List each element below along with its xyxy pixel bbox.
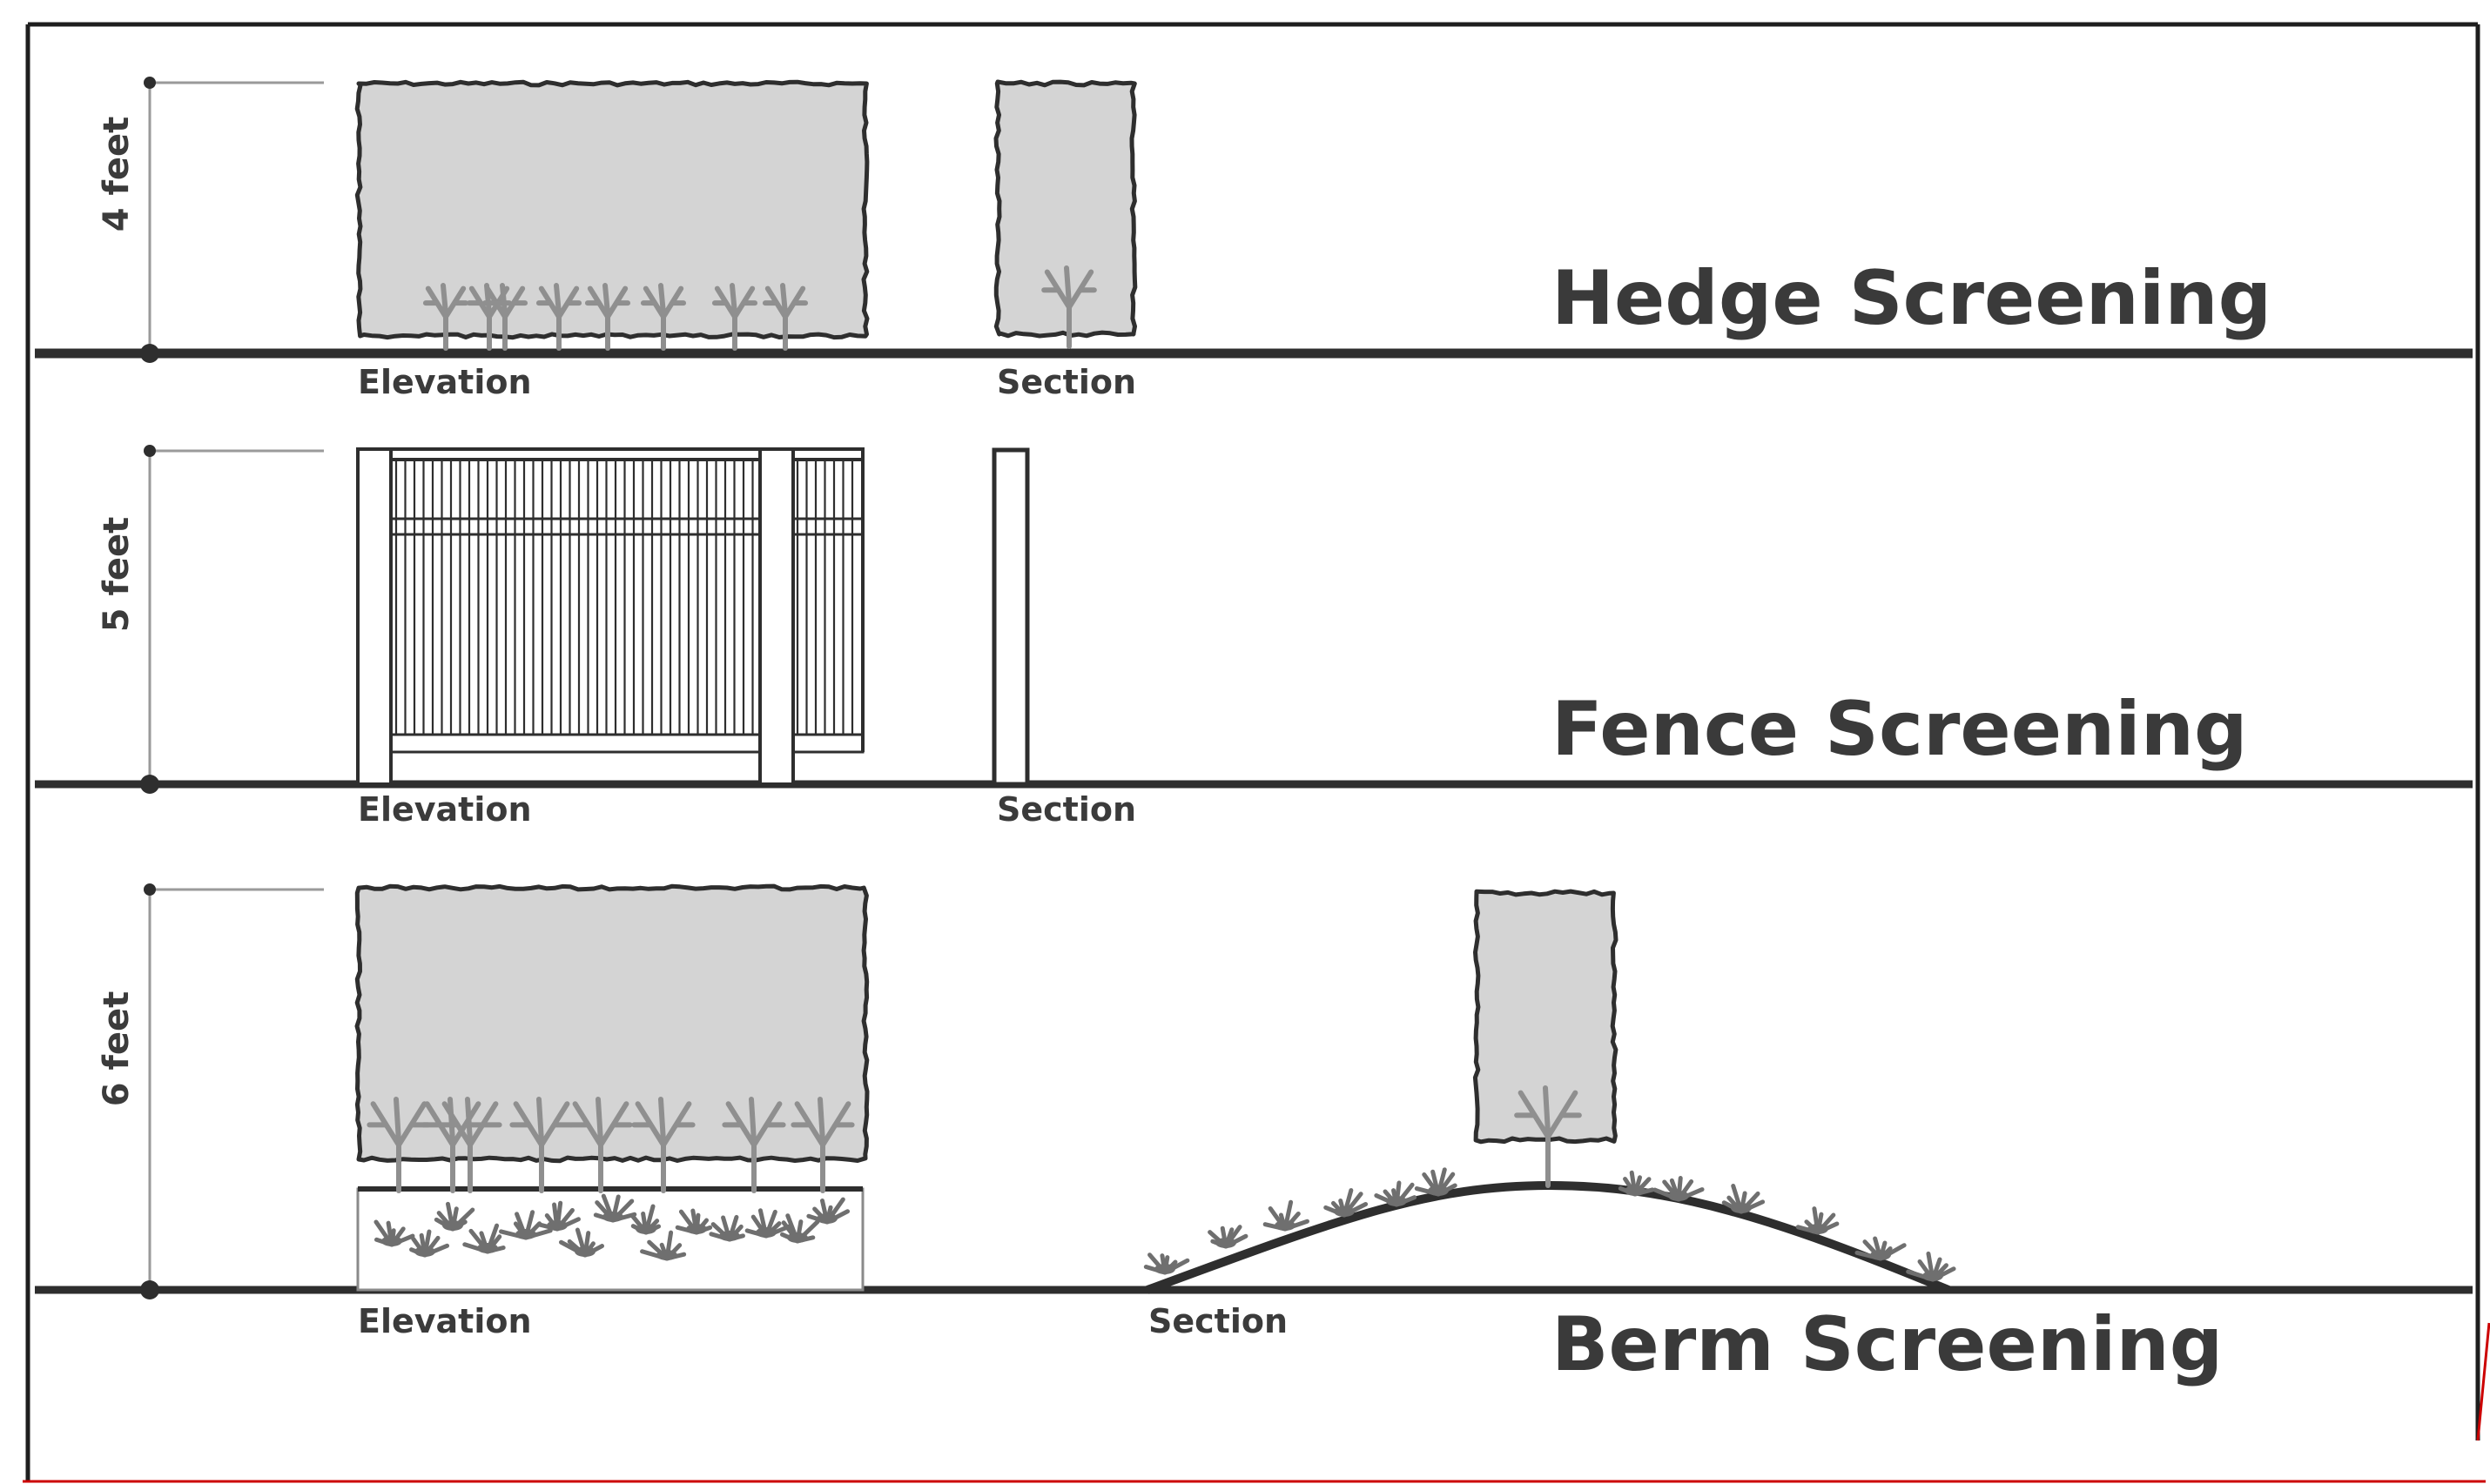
plant-sprig xyxy=(722,1097,786,1193)
berm-elevation-plants xyxy=(367,1097,855,1193)
plant-sprig xyxy=(762,283,809,351)
plant-sprig xyxy=(438,1097,502,1193)
berm-screening-title: Berm Screening xyxy=(1551,1301,2223,1388)
fence-section-post xyxy=(992,447,1030,787)
plant-sprig xyxy=(422,283,469,351)
groundcover-tuft xyxy=(1414,1167,1457,1197)
groundcover-tuft xyxy=(640,1230,687,1261)
groundcover-tuft xyxy=(1795,1206,1840,1235)
fence-left-post xyxy=(356,447,393,786)
fence-height-label: 5 feet xyxy=(97,517,137,633)
groundcover-tuft xyxy=(629,1204,662,1235)
groundcover-tuft xyxy=(1906,1251,1956,1282)
berm-section-plant xyxy=(1514,1085,1582,1188)
fence-screening-title: Fence Screening xyxy=(1551,686,2248,773)
berm-elevation-foliage xyxy=(354,883,870,1164)
groundcover-tuft xyxy=(1721,1183,1766,1214)
groundcover-tuft xyxy=(1854,1236,1907,1261)
fence-section-label: Section xyxy=(997,790,1136,829)
groundcover-tuft xyxy=(409,1229,450,1258)
groundcover-tuft xyxy=(779,1213,820,1244)
berm-section-mound xyxy=(1146,1180,1950,1294)
hedge-elevation-label: Elevation xyxy=(358,363,532,401)
plant-sprig xyxy=(640,283,687,351)
groundcover-tuft xyxy=(1374,1180,1417,1207)
hedge-section-foliage xyxy=(993,79,1138,339)
berm-elevation-label: Elevation xyxy=(358,1302,532,1340)
plant-sprig xyxy=(569,1097,633,1193)
hedge-dimension-line xyxy=(140,77,324,363)
plant-sprig xyxy=(791,1097,855,1193)
hedge-elevation-foliage xyxy=(354,79,870,340)
berm-elevation-mound xyxy=(356,1187,865,1292)
plant-sprig xyxy=(1041,265,1097,349)
groundcover-tuft xyxy=(374,1219,415,1247)
groundcover-tuft xyxy=(806,1197,851,1225)
groundcover-tuft xyxy=(744,1208,792,1239)
groundcover-tuft xyxy=(536,1200,581,1232)
groundcover-tuft xyxy=(593,1193,637,1223)
groundcover-tuft xyxy=(675,1208,713,1235)
berm-screening-section: 6 feet Elevation Section Berm Screening xyxy=(35,883,2473,1388)
fence-screening-section: 5 feet Elevation Section Fence Screening xyxy=(35,445,2473,829)
plant-sprig xyxy=(535,283,582,351)
plant-sprig xyxy=(631,1097,696,1193)
groundcover-tuft xyxy=(462,1223,506,1254)
groundcover-tuft xyxy=(1323,1188,1369,1218)
hedge-elevation-plants xyxy=(422,283,809,351)
groundcover-tuft xyxy=(1262,1199,1309,1232)
fence-dimension-line xyxy=(140,445,324,794)
groundcover-tuft xyxy=(1652,1176,1705,1202)
plant-sprig xyxy=(711,283,758,351)
berm-dimension-line xyxy=(140,883,324,1299)
plant-sprig xyxy=(584,283,631,351)
hedge-section-label: Section xyxy=(997,363,1136,401)
fence-lower-rail xyxy=(389,733,762,754)
berm-elevation-groundcover xyxy=(374,1193,851,1261)
plant-sprig xyxy=(509,1097,574,1193)
fence-lower-rail-right xyxy=(791,733,865,754)
groundcover-tuft xyxy=(434,1201,475,1232)
plant-sprig xyxy=(1514,1085,1582,1188)
fence-pickets xyxy=(394,460,754,735)
groundcover-tuft xyxy=(709,1214,745,1242)
hedge-height-label: 4 feet xyxy=(97,117,137,232)
fence-upper-rail xyxy=(389,517,762,536)
berm-height-label: 6 feet xyxy=(97,991,137,1107)
berm-section-groundcover xyxy=(1143,1167,1956,1282)
hedge-section-plant xyxy=(1041,265,1097,349)
berm-section-label: Section xyxy=(1148,1302,1288,1340)
fence-elevation xyxy=(356,447,865,786)
diagram-frame xyxy=(23,22,2490,1483)
groundcover-tuft xyxy=(1618,1170,1655,1197)
groundcover-tuft xyxy=(499,1210,553,1240)
groundcover-tuft xyxy=(1208,1225,1248,1249)
groundcover-tuft xyxy=(559,1227,605,1258)
hedge-screening-title: Hedge Screening xyxy=(1551,255,2271,342)
fence-elevation-label: Elevation xyxy=(358,790,532,829)
fence-pickets-right xyxy=(796,460,854,735)
fence-middle-post xyxy=(758,447,795,786)
hedge-screening-section: 4 feet Elevation Section Hedge Screening xyxy=(35,77,2473,401)
plant-sprig xyxy=(481,283,528,351)
berm-section-foliage xyxy=(1472,889,1618,1145)
groundcover-tuft xyxy=(1143,1252,1190,1275)
